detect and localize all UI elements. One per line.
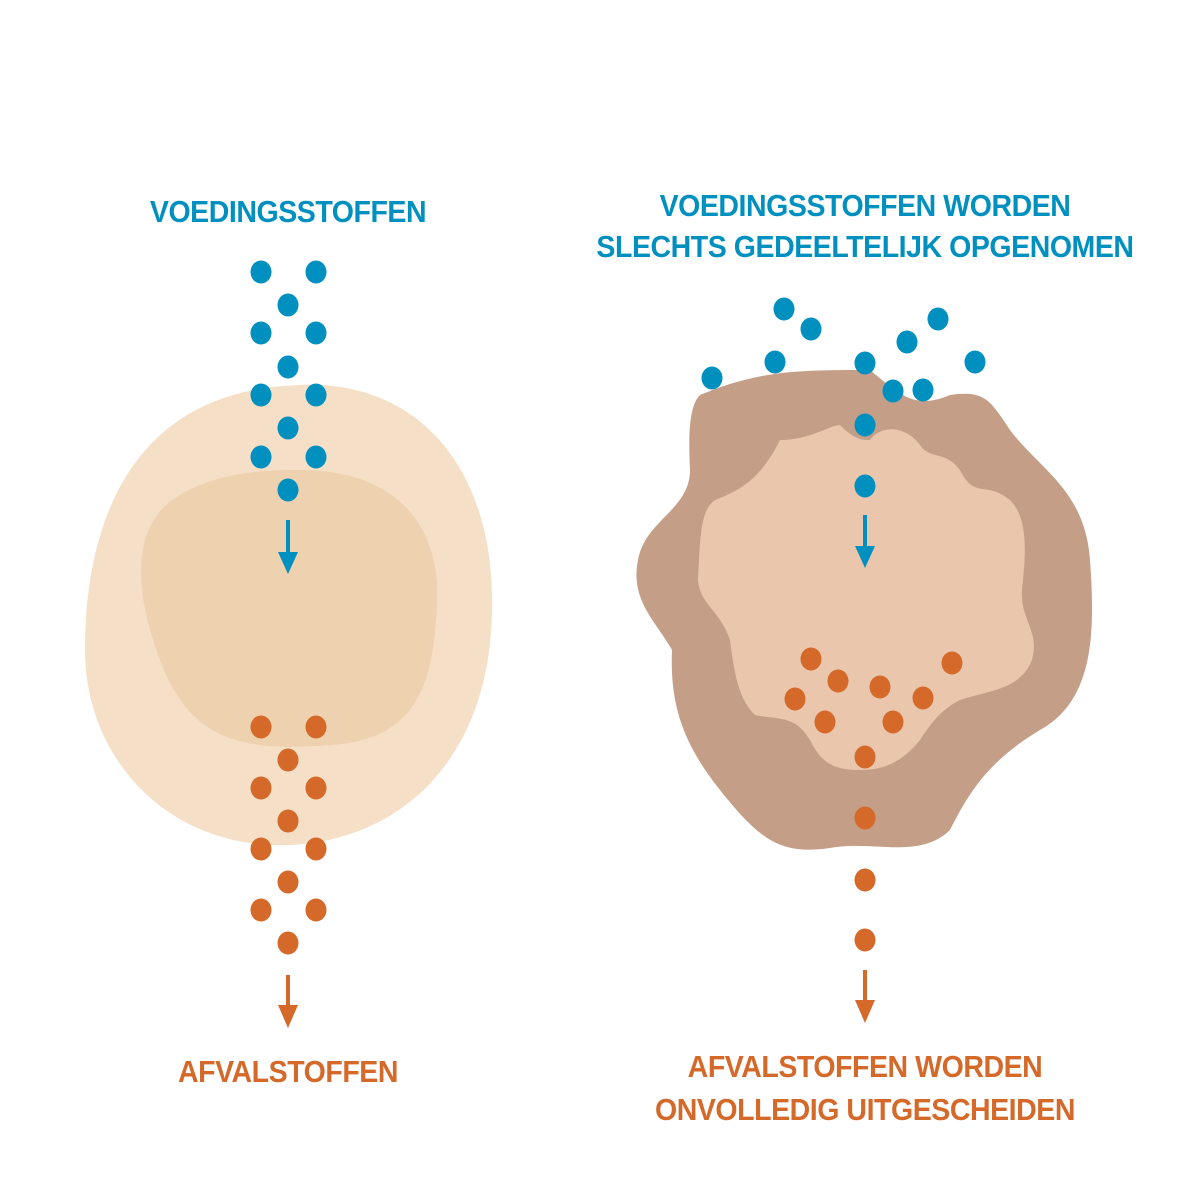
nutrient-dot [927, 307, 949, 331]
waste-dot [854, 928, 876, 952]
right-top-label-line1: VOEDINGSSTOFFEN WORDEN [659, 188, 1071, 223]
left-top-label: VOEDINGSSTOFFEN [149, 194, 427, 229]
nutrient-dot [305, 445, 327, 469]
nutrient-dot [854, 413, 876, 437]
nutrient-dot [854, 351, 876, 375]
waste-arrow-left [278, 975, 298, 1028]
nutrient-dot [250, 321, 272, 345]
nutrient-dot [277, 293, 299, 317]
nutrient-dot [964, 350, 986, 374]
waste-dot [277, 870, 299, 894]
waste-dot [305, 837, 327, 861]
waste-dot [854, 745, 876, 769]
waste-dot [827, 669, 849, 693]
nutrient-dot [896, 330, 918, 354]
healthy-cell-inner [141, 470, 438, 747]
nutrient-dot [882, 379, 904, 403]
waste-dot [882, 710, 904, 734]
waste-dot [784, 687, 806, 711]
right-bottom-label-line2: ONVOLLEDIG UITGESCHEIDEN [655, 1092, 1075, 1127]
nutrient-dot [305, 383, 327, 407]
waste-dot [250, 898, 272, 922]
waste-dot [277, 931, 299, 955]
waste-dot [305, 715, 327, 739]
left-bottom-label: AFVALSTOFFEN [178, 1054, 398, 1089]
waste-dot [814, 710, 836, 734]
nutrient-dot [800, 317, 822, 341]
waste-arrow-right [855, 970, 875, 1023]
nutrient-dot [701, 366, 723, 390]
nutrient-dot [277, 416, 299, 440]
waste-dot [250, 837, 272, 861]
right-bottom-label-line1: AFVALSTOFFEN WORDEN [687, 1049, 1043, 1084]
waste-dot [305, 776, 327, 800]
damaged-cell-inner [698, 425, 1034, 770]
nutrient-dot [250, 383, 272, 407]
waste-dot [277, 809, 299, 833]
nutrient-dot [277, 355, 299, 379]
nutrient-dot [764, 350, 786, 374]
waste-dot [912, 686, 934, 710]
nutrient-dot [912, 378, 934, 402]
right-top-label-line2: SLECHTS GEDEELTELIJK OPGENOMEN [596, 229, 1134, 264]
nutrient-dot [305, 260, 327, 284]
waste-dot [250, 776, 272, 800]
waste-dot [800, 647, 822, 671]
waste-dot [869, 675, 891, 699]
nutrient-dot [773, 297, 795, 321]
waste-dot [854, 868, 876, 892]
waste-dot [250, 715, 272, 739]
waste-dot [854, 806, 876, 830]
nutrient-arrow-right [855, 515, 875, 568]
nutrient-dot [250, 445, 272, 469]
nutrient-dot [854, 474, 876, 498]
nutrient-dot [277, 478, 299, 502]
waste-dot [277, 748, 299, 772]
waste-dot [305, 898, 327, 922]
nutrient-dot [250, 260, 272, 284]
nutrient-dot [305, 321, 327, 345]
waste-dot [941, 651, 963, 675]
nutrient-arrow-left [278, 520, 298, 574]
